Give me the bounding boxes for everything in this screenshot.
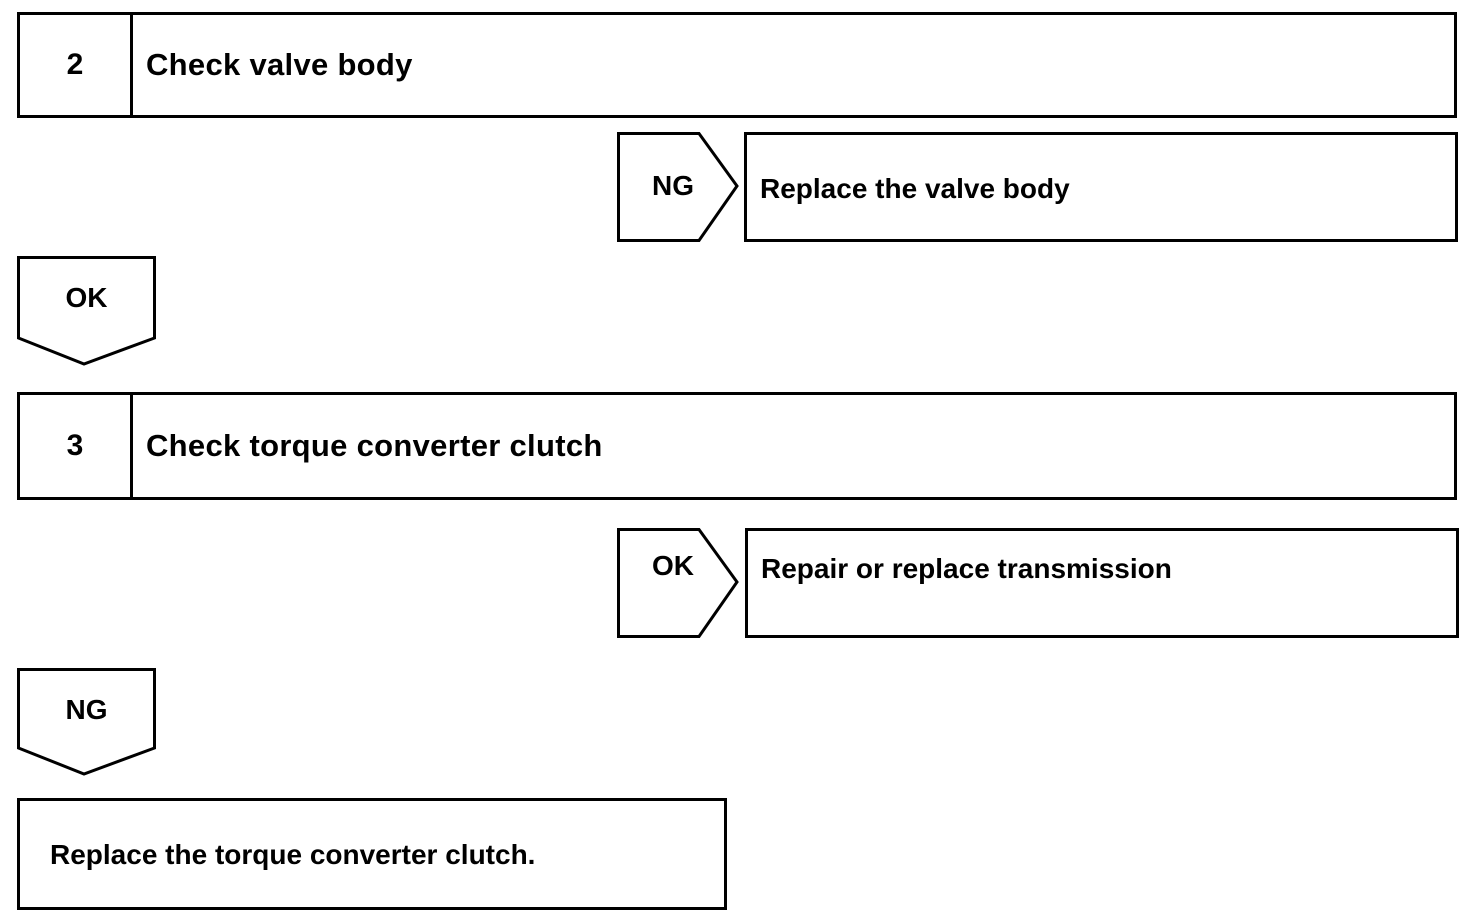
down-arrow-flag-icon — [17, 256, 156, 366]
step-2-ng-arrow: NG — [617, 132, 741, 242]
step-2-title: Check valve body — [146, 47, 413, 82]
step-3-ng-label: NG — [65, 694, 108, 725]
repair-transmission-box: Repair or replace transmission — [745, 528, 1459, 638]
replace-torque-converter-box: Replace the torque converter clutch. — [17, 798, 727, 910]
step-2-number: 2 — [20, 15, 133, 115]
right-arrow-flag-icon — [617, 132, 739, 242]
right-arrow-flag-icon — [617, 528, 739, 638]
step-3-number: 3 — [20, 395, 133, 497]
replace-valve-body-box: Replace the valve body — [744, 132, 1458, 242]
replace-torque-converter-text: Replace the torque converter clutch. — [50, 839, 536, 870]
step-3-title: Check torque converter clutch — [146, 428, 603, 463]
step-3-ng-arrow: NG — [17, 668, 157, 780]
down-arrow-flag-icon — [17, 668, 156, 776]
step-3-box: 3 Check torque converter clutch — [17, 392, 1457, 500]
step-2-ok-arrow: OK — [17, 256, 157, 368]
step-3-ok-label: OK — [652, 550, 694, 581]
step-3-ok-arrow: OK — [617, 528, 741, 638]
replace-valve-body-text: Replace the valve body — [760, 173, 1070, 204]
step-2-ok-label: OK — [65, 282, 108, 313]
step-2-box: 2 Check valve body — [17, 12, 1457, 118]
repair-transmission-text: Repair or replace transmission — [761, 553, 1172, 584]
step-2-ng-label: NG — [652, 170, 694, 201]
